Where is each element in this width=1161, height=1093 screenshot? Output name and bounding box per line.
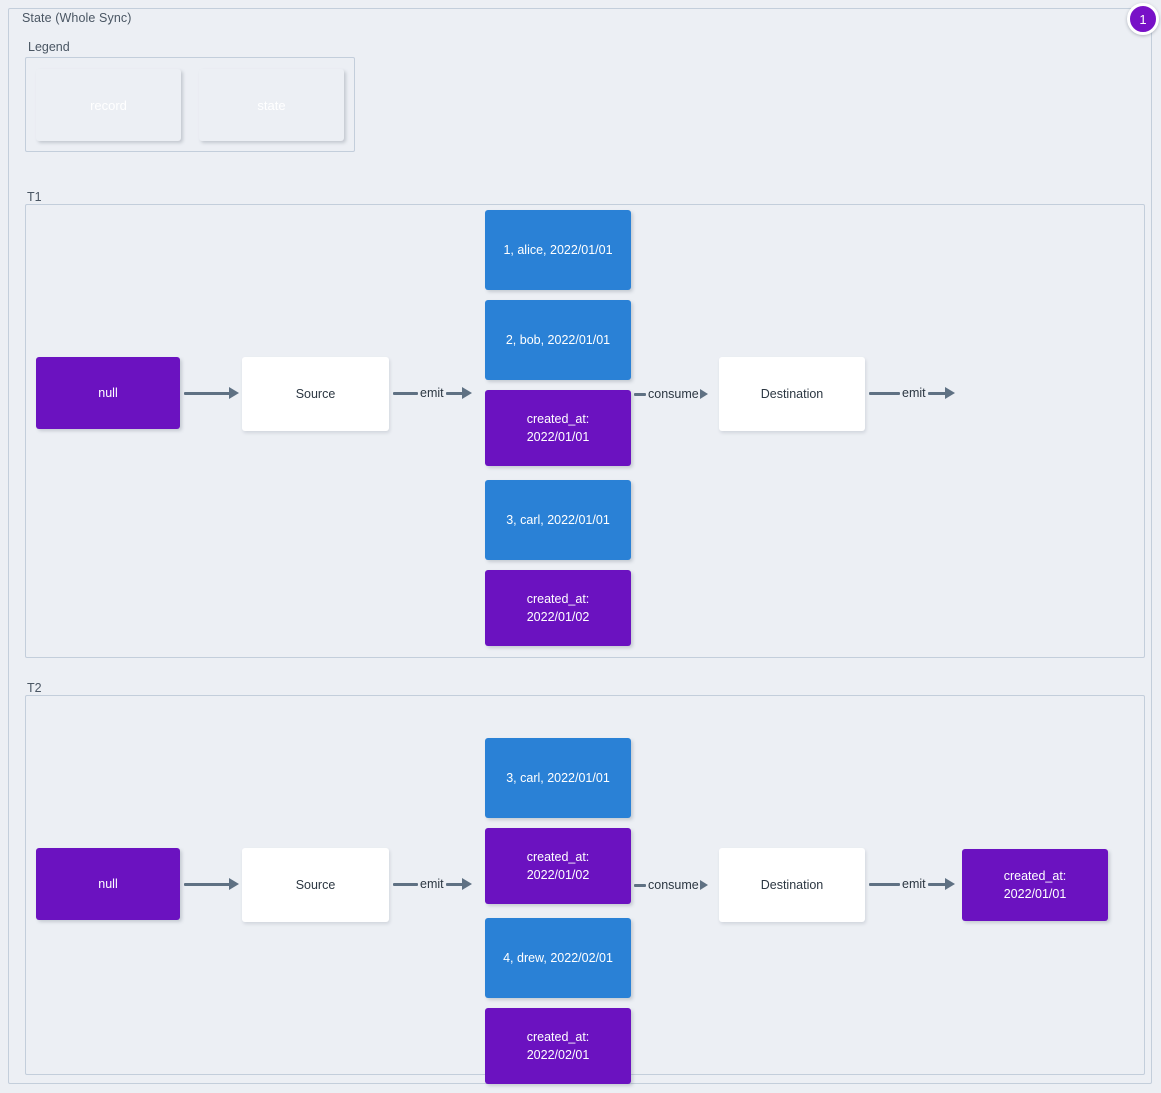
t1-stream-item-2-line2: 2022/01/01 (526, 430, 590, 444)
legend-item-record[interactable]: record (36, 69, 181, 141)
t2-edge-destination-emit-arrow-icon (944, 878, 955, 890)
t1-edge-source-emit: emit (393, 386, 487, 400)
t1-stream-item-3-label: 3, carl, 2022/01/01 (506, 513, 610, 527)
t2-edge-state-to-source (184, 877, 242, 891)
group-t1-box: null Source emit 1, alice, 2022/01/01 (25, 204, 1145, 658)
t1-edge-state-to-source-line (184, 391, 230, 395)
t1-edge-source-emit-arrow-icon (461, 387, 472, 399)
t1-edge-destination-emit-line-left (869, 391, 900, 395)
t2-final-state-line1: created_at: (1003, 869, 1067, 883)
t2-edge-consume-arrow-icon (699, 880, 708, 890)
t2-final-state-line2: 2022/01/01 (1003, 887, 1067, 901)
t2-edge-state-to-source-arrow-icon (229, 878, 239, 890)
t1-stream-item-0-label: 1, alice, 2022/01/01 (503, 243, 613, 257)
legend-item-state-label: state (257, 97, 286, 113)
group-t2-title: T2 (27, 681, 42, 695)
t1-stream-item-2[interactable]: created_at: 2022/01/01 (485, 390, 631, 466)
t1-edge-state-to-source-arrow-icon (229, 387, 239, 399)
t2-edge-source-emit-label: emit (420, 877, 444, 891)
legend-box: record state (25, 57, 355, 152)
t1-stream-item-4-line1: created_at: (526, 592, 590, 606)
t2-stream-item-1-line1: created_at: (526, 850, 590, 864)
t2-edge-source-emit: emit (393, 877, 487, 891)
t1-destination-node[interactable]: Destination (719, 357, 865, 431)
legend-item-state[interactable]: state (199, 69, 344, 141)
t1-edge-consume-line-left (634, 392, 646, 396)
t1-initial-state-node[interactable]: null (36, 357, 180, 429)
t1-stream-item-4-line2: 2022/01/02 (526, 610, 590, 624)
t2-final-state-node[interactable]: created_at: 2022/01/01 (962, 849, 1108, 921)
t1-edge-source-emit-label: emit (420, 386, 444, 400)
legend-item-record-label: record (90, 97, 127, 113)
legend-title: Legend (28, 40, 70, 54)
group-t2-box: null Source emit 3, carl, 2022/01/01 (25, 695, 1145, 1084)
t1-destination-label: Destination (760, 387, 824, 401)
t2-edge-destination-emit-line-right (927, 882, 946, 886)
t2-edge-source-emit-arrow-icon (461, 878, 472, 890)
t1-stream-item-1-label: 2, bob, 2022/01/01 (505, 333, 611, 347)
t1-initial-state-label: null (98, 386, 118, 400)
t1-edge-source-emit-line-right (445, 391, 463, 395)
t2-destination-label: Destination (760, 878, 824, 892)
t2-stream-item-0-label: 3, carl, 2022/01/01 (506, 771, 610, 785)
group-t2: T2 null Source emit (25, 681, 1145, 1084)
t2-source-label: Source (295, 878, 336, 892)
status-badge-count: 1 (1139, 11, 1147, 27)
t1-edge-source-emit-line-left (393, 391, 418, 395)
t2-source-node[interactable]: Source (242, 848, 389, 922)
t2-edge-source-emit-line-right (445, 882, 463, 886)
diagram-frame: State (Whole Sync) Legend record state T… (8, 8, 1152, 1084)
t1-edge-consume: consume (634, 387, 719, 401)
t1-stream-item-0[interactable]: 1, alice, 2022/01/01 (485, 210, 631, 290)
t2-initial-state-node[interactable]: null (36, 848, 180, 920)
t2-edge-consume: consume (634, 878, 719, 892)
t2-edge-consume-label: consume (648, 878, 699, 892)
t2-edge-source-emit-line-left (393, 882, 418, 886)
t1-source-node[interactable]: Source (242, 357, 389, 431)
t2-edge-consume-line-left (634, 883, 646, 887)
t2-stream-item-2-label: 4, drew, 2022/02/01 (503, 951, 613, 965)
t1-edge-consume-label: consume (648, 387, 699, 401)
t2-edge-destination-emit: emit (869, 877, 965, 891)
group-t1: T1 null Source emit (25, 190, 1145, 658)
t2-edge-state-to-source-line (184, 882, 230, 886)
t1-edge-destination-emit-arrow-icon (944, 387, 955, 399)
t2-stream-item-1[interactable]: created_at: 2022/01/02 (485, 828, 631, 904)
t1-edge-destination-emit-line-right (927, 391, 946, 395)
t1-source-label: Source (295, 387, 336, 401)
legend: Legend record state (25, 40, 355, 152)
t2-stream-item-3-line1: created_at: (526, 1030, 590, 1044)
status-badge[interactable]: 1 (1127, 3, 1159, 35)
t1-stream-item-2-line1: created_at: (526, 412, 590, 426)
t1-edge-state-to-source (184, 386, 242, 400)
t2-initial-state-label: null (98, 877, 118, 891)
group-t1-title: T1 (27, 190, 42, 204)
t1-edge-consume-arrow-icon (699, 389, 708, 399)
t2-stream-item-3[interactable]: created_at: 2022/02/01 (485, 1008, 631, 1084)
t2-stream-item-3-line2: 2022/02/01 (526, 1048, 590, 1062)
t2-stream-item-1-line2: 2022/01/02 (526, 868, 590, 882)
t2-stream-item-2[interactable]: 4, drew, 2022/02/01 (485, 918, 631, 998)
t1-stream-item-4[interactable]: created_at: 2022/01/02 (485, 570, 631, 646)
t2-edge-destination-emit-line-left (869, 882, 900, 886)
t1-stream-item-1[interactable]: 2, bob, 2022/01/01 (485, 300, 631, 380)
t2-stream-item-0[interactable]: 3, carl, 2022/01/01 (485, 738, 631, 818)
t1-edge-destination-emit-label: emit (902, 386, 926, 400)
t2-destination-node[interactable]: Destination (719, 848, 865, 922)
t2-edge-destination-emit-label: emit (902, 877, 926, 891)
t1-stream-item-3[interactable]: 3, carl, 2022/01/01 (485, 480, 631, 560)
t1-edge-destination-emit: emit (869, 386, 965, 400)
page-title: State (Whole Sync) (19, 11, 135, 25)
